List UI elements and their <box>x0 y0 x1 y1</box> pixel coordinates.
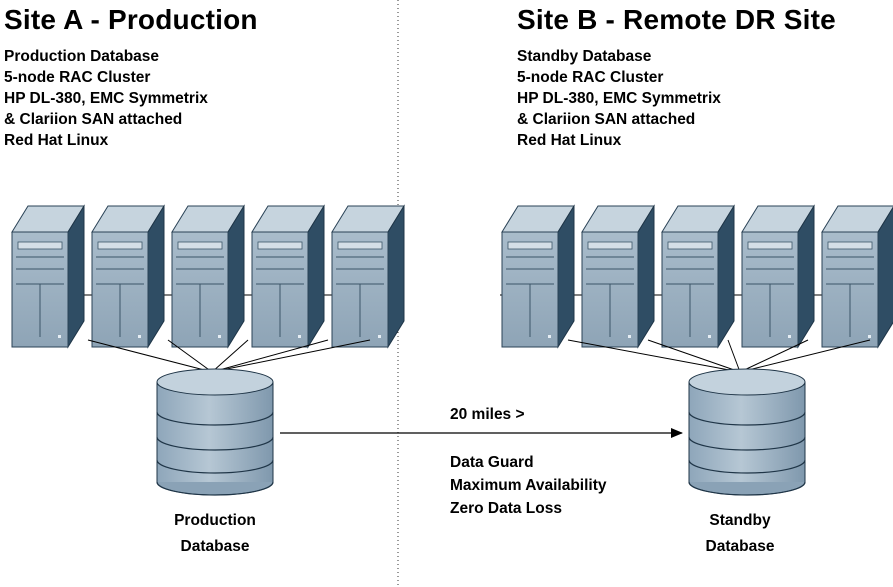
site-a-description: Production Database 5-node RAC Cluster H… <box>4 46 208 151</box>
standby-database-label: Standby Database <box>685 508 795 560</box>
server-icon <box>11 204 85 349</box>
server-icon <box>331 204 405 349</box>
server-icon <box>251 204 325 349</box>
server-icon <box>171 204 245 349</box>
data-guard-line: Data Guard <box>450 454 534 471</box>
site-b-title: Site B - Remote DR Site <box>517 4 836 35</box>
site-a-line: & Clariion SAN attached <box>4 111 183 128</box>
standby-database-icon <box>688 368 806 496</box>
production-database-icon <box>156 368 274 496</box>
site-a-line: HP DL-380, EMC Symmetrix <box>4 90 208 107</box>
site-b-db-links <box>567 339 871 373</box>
db-label-line: Standby <box>709 512 771 529</box>
data-guard-line: Maximum Availability <box>450 477 607 494</box>
site-a-line: Red Hat Linux <box>4 132 109 149</box>
site-a-line: 5-node RAC Cluster <box>4 69 151 86</box>
db-label-line: Database <box>180 538 250 555</box>
distance-label: 20 miles > <box>450 406 525 423</box>
server-icon <box>91 204 165 349</box>
site-b-description: Standby Database 5-node RAC Cluster HP D… <box>517 46 721 151</box>
site-b-line: Standby Database <box>517 48 652 65</box>
site-a-title: Site A - Production <box>4 4 258 35</box>
server-icon <box>501 204 575 349</box>
data-guard-description: Data Guard Maximum Availability Zero Dat… <box>450 451 606 520</box>
server-icon <box>581 204 655 349</box>
production-database-label: Production Database <box>150 508 280 560</box>
db-label-line: Database <box>705 538 775 555</box>
site-b-line: & Clariion SAN attached <box>517 111 696 128</box>
site-b-line: 5-node RAC Cluster <box>517 69 664 86</box>
server-icon <box>741 204 815 349</box>
site-a-db-links <box>87 339 371 373</box>
site-a-rac-cluster <box>11 204 405 349</box>
server-icon <box>661 204 735 349</box>
data-guard-line: Zero Data Loss <box>450 500 562 517</box>
site-b-line: HP DL-380, EMC Symmetrix <box>517 90 721 107</box>
site-b-line: Red Hat Linux <box>517 132 622 149</box>
db-label-line: Production <box>174 512 256 529</box>
site-a-line: Production Database <box>4 48 160 65</box>
server-icon <box>821 205 893 349</box>
site-b-rac-cluster <box>501 204 893 349</box>
